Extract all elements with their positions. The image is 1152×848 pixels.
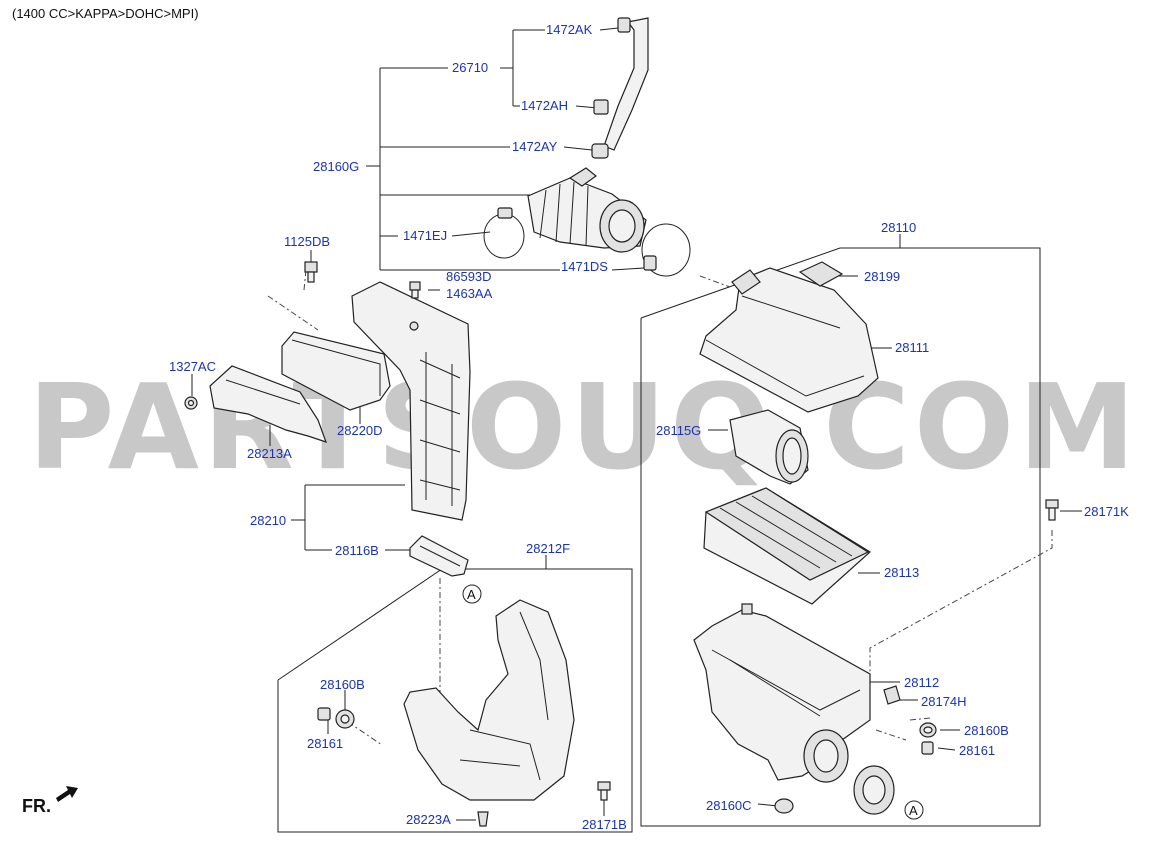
filter-element-28113 bbox=[703, 487, 871, 605]
resonator-28220D bbox=[281, 331, 391, 411]
nut-1327AC bbox=[184, 396, 198, 410]
front-arrow-icon bbox=[56, 786, 78, 802]
outlet-ring bbox=[853, 765, 895, 815]
air-cleaner-cover-28111 bbox=[699, 267, 879, 413]
duct-28115G bbox=[729, 409, 809, 485]
part-label-28110[interactable]: 28110 bbox=[881, 220, 916, 235]
bracket-28213A bbox=[209, 365, 327, 443]
bolt-28171K bbox=[1045, 499, 1059, 521]
part-label-28161-right[interactable]: 28161 bbox=[959, 743, 995, 758]
part-label-28213A[interactable]: 28213A bbox=[247, 446, 292, 461]
grommet-28160B-left bbox=[335, 709, 355, 729]
ref-marker-a-right: A bbox=[904, 800, 924, 820]
part-label-1472AH[interactable]: 1472AH bbox=[521, 98, 568, 113]
front-marker: FR. bbox=[22, 786, 78, 816]
collar-28161-right bbox=[921, 741, 934, 755]
air-cleaner-body-28112 bbox=[693, 603, 871, 783]
part-label-28113[interactable]: 28113 bbox=[884, 565, 919, 580]
variant-header: (1400 CC>KAPPA>DOHC>MPI) bbox=[12, 6, 199, 21]
leader-lines bbox=[191, 27, 1082, 833]
part-label-28160C[interactable]: 28160C bbox=[706, 798, 752, 813]
part-labels: 1472AK 26710 1472AH 1472AY 28160G 1471EJ… bbox=[169, 22, 1129, 832]
part-label-28160B-right[interactable]: 28160B bbox=[964, 723, 1009, 738]
part-label-28112[interactable]: 28112 bbox=[904, 675, 939, 690]
resonator-28212F bbox=[403, 599, 575, 801]
svg-text:A: A bbox=[467, 587, 476, 602]
part-label-28171K[interactable]: 28171K bbox=[1084, 504, 1129, 519]
part-label-26710[interactable]: 26710 bbox=[452, 60, 488, 75]
part-label-1472AK[interactable]: 1472AK bbox=[546, 22, 593, 37]
part-label-28161-left[interactable]: 28161 bbox=[307, 736, 343, 751]
clamp-28174H bbox=[883, 685, 901, 705]
clip-28223A bbox=[477, 811, 489, 827]
label-28199 bbox=[798, 261, 844, 287]
part-label-28223A[interactable]: 28223A bbox=[406, 812, 451, 827]
part-label-28115G[interactable]: 28115G bbox=[656, 423, 701, 438]
part-label-28160G[interactable]: 28160G bbox=[313, 159, 359, 174]
collar-28161-left bbox=[317, 707, 331, 721]
part-label-28199[interactable]: 28199 bbox=[864, 269, 900, 284]
part-label-1463AA[interactable]: 1463AA bbox=[446, 286, 493, 301]
part-label-28111[interactable]: 28111 bbox=[895, 340, 929, 355]
part-label-1472AY[interactable]: 1472AY bbox=[512, 139, 558, 154]
grommet-28160B-right bbox=[919, 722, 937, 738]
bolt-28171B bbox=[597, 781, 611, 801]
intake-hose-bellows bbox=[527, 167, 647, 253]
part-label-86593D[interactable]: 86593D bbox=[446, 269, 492, 284]
part-label-28220D[interactable]: 28220D bbox=[337, 423, 383, 438]
part-label-28171B[interactable]: 28171B bbox=[582, 817, 627, 832]
part-label-1471DS[interactable]: 1471DS bbox=[561, 259, 608, 274]
bolt-86593D bbox=[409, 281, 421, 299]
hose-clamps bbox=[483, 207, 691, 277]
part-label-28160B-left[interactable]: 28160B bbox=[320, 677, 365, 692]
part-label-28210[interactable]: 28210 bbox=[250, 513, 286, 528]
gasket-28116B bbox=[409, 535, 469, 577]
part-label-28116B[interactable]: 28116B bbox=[335, 543, 379, 558]
clamp-1472AY bbox=[591, 143, 609, 159]
bolt-1125DB bbox=[304, 261, 318, 283]
part-label-1327AC[interactable]: 1327AC bbox=[169, 359, 216, 374]
watermark: PARTSOUQ.COM bbox=[28, 358, 1140, 496]
ref-marker-a-left: A bbox=[462, 584, 482, 604]
svg-text:A: A bbox=[909, 803, 918, 818]
breather-hose bbox=[593, 17, 649, 151]
part-label-28212F[interactable]: 28212F bbox=[526, 541, 570, 556]
part-label-1471EJ[interactable]: 1471EJ bbox=[403, 228, 447, 243]
grommet-28160C bbox=[774, 798, 794, 814]
part-label-28174H[interactable]: 28174H bbox=[921, 694, 967, 709]
svg-text:FR.: FR. bbox=[22, 796, 51, 816]
intake-duct-28210 bbox=[351, 281, 471, 521]
part-label-1125DB[interactable]: 1125DB bbox=[284, 234, 330, 249]
